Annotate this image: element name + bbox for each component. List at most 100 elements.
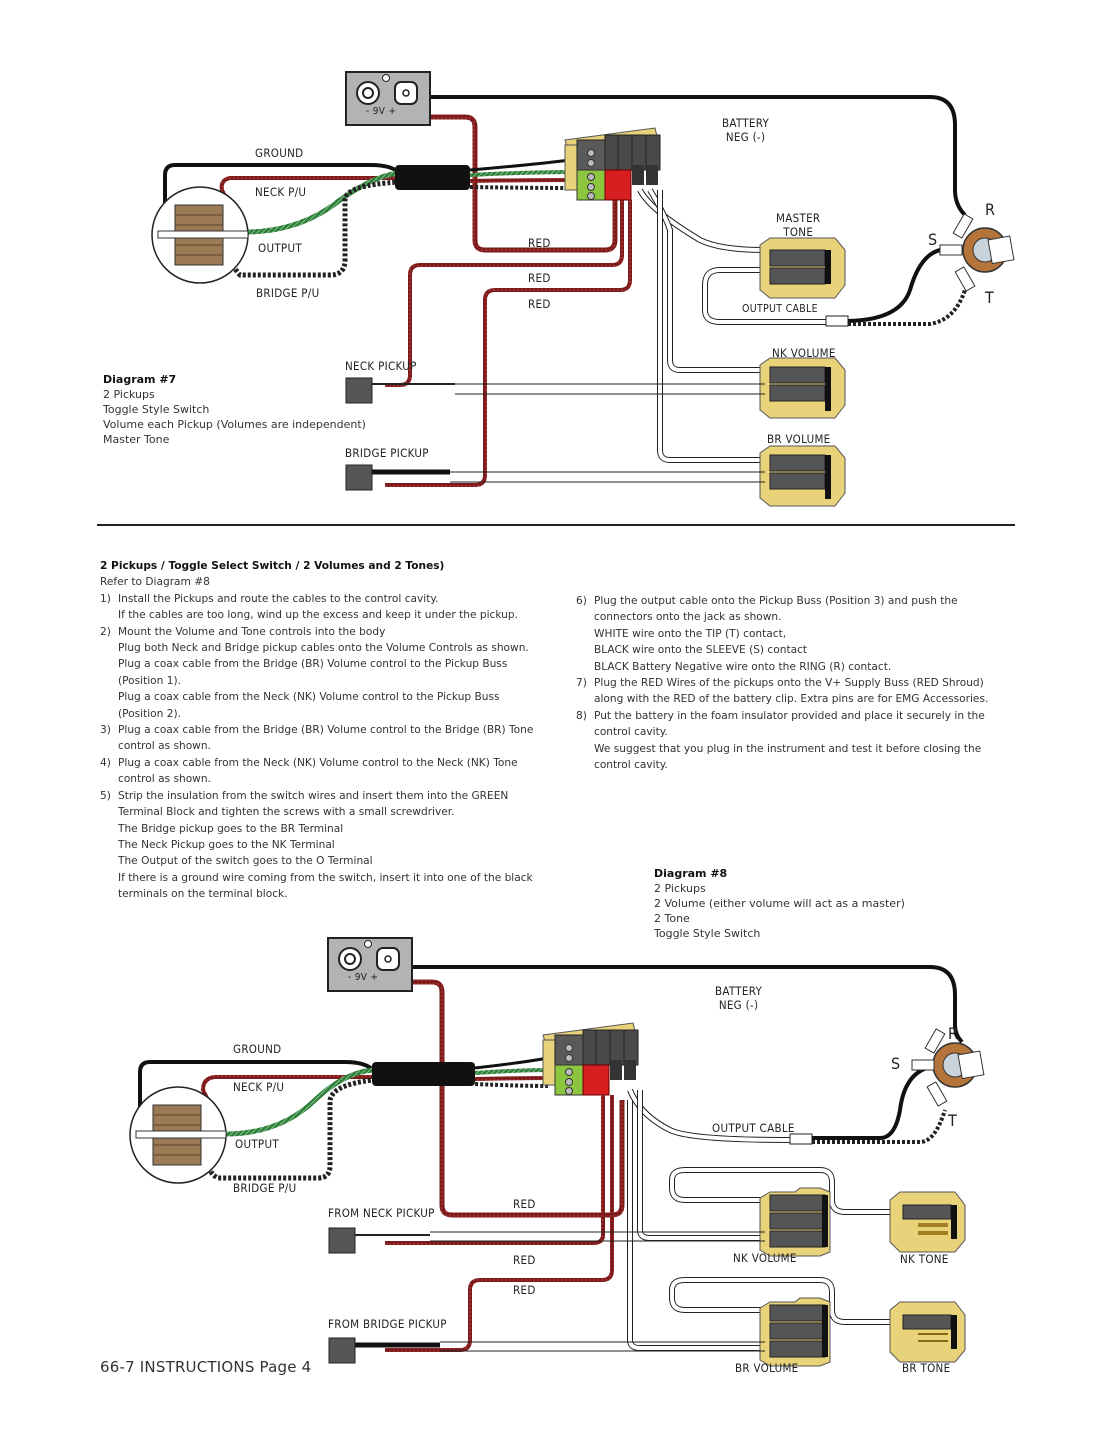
toggle-switch-d8 [129, 1086, 227, 1184]
red-wire-bridge [385, 200, 632, 487]
neck-pu-label: NECK P/U [255, 185, 307, 199]
output-jack [911, 1028, 985, 1107]
step-number: 1) [100, 592, 111, 605]
step-line: We suggest that you plug in the instrume… [594, 742, 982, 755]
pickup-buss-board [542, 1022, 639, 1096]
instructions-heading: 2 Pickups / Toggle Select Switch / 2 Vol… [100, 560, 445, 572]
battery-clip-d8 [327, 937, 413, 992]
battery-neg-label: BATTERY NEG (-) [722, 116, 770, 145]
toggle-switch-d7 [151, 186, 249, 284]
bridge-pickup-connector [345, 464, 373, 491]
jack-sleeve-label: S [891, 1054, 901, 1073]
from-bridge-pickup-label: FROM BRIDGE PICKUP [328, 1317, 447, 1331]
instruction-step: 4)Plug a coax cable from the Neck (NK) V… [100, 755, 560, 788]
red-wire-bridge [385, 1095, 614, 1352]
pickup-buss-board [564, 127, 661, 201]
nk-volume-pot-d7 [759, 357, 846, 419]
step-line: control as shown. [118, 773, 211, 786]
step-number: 4) [100, 756, 111, 769]
neck-pu-wire [200, 1075, 373, 1111]
battery-red-wire [430, 114, 618, 253]
br-volume-label: BR VOLUME [735, 1361, 799, 1375]
output-cable-label: OUTPUT CABLE [742, 303, 818, 315]
instruction-step: 7)Plug the RED Wires of the pickups onto… [576, 675, 1016, 708]
heatshrink-sleeve [372, 1062, 475, 1086]
output-label: OUTPUT [258, 241, 302, 255]
battery-neg-label: BATTERY NEG (-) [715, 984, 763, 1013]
output-label: OUTPUT [235, 1137, 279, 1151]
jack-ring-label: R [948, 1024, 959, 1043]
step-number: 7) [576, 677, 587, 690]
output-jack [939, 213, 1015, 292]
battery-negative-wire [412, 965, 964, 1044]
instruction-step: 1)Install the Pickups and route the cabl… [100, 591, 560, 624]
step-line: Plug both Neck and Bridge pickup cables … [118, 642, 529, 655]
caption-line: 2 Pickups [103, 388, 155, 401]
red-label-3: RED [513, 1283, 536, 1297]
step-line: BLACK Battery Negative wire onto the RIN… [594, 660, 892, 673]
instruction-step: 8) Put the battery in the foam insulator … [576, 708, 1016, 774]
instruction-step: 5)Strip the insulation from the switch w… [100, 788, 560, 903]
step-line: Mount the Volume and Tone controls into … [118, 625, 386, 638]
diagram-8-title: Diagram #8 [654, 867, 728, 880]
br-tone-label: BR TONE [902, 1361, 951, 1375]
red-label-1: RED [528, 236, 551, 250]
jack-tip-label: T [948, 1111, 958, 1130]
output-cable-label: OUTPUT CABLE [712, 1121, 795, 1135]
step-line: Plug a coax cable from the Bridge (BR) V… [118, 658, 508, 671]
step-line: BLACK wire onto the SLEEVE (S) contact [594, 644, 808, 657]
heatshrink-sleeve [395, 165, 470, 190]
bridge-pu-label: BRIDGE P/U [233, 1181, 297, 1195]
red-label-1: RED [513, 1197, 536, 1211]
diagram-7-wiring [151, 71, 1015, 507]
battery-label: - 9V + [366, 106, 397, 117]
red-label-3: RED [528, 297, 551, 311]
jack-ring-label: R [985, 200, 996, 219]
neck-pu-label: NECK P/U [233, 1080, 285, 1094]
neck-pickup-connector [345, 377, 373, 404]
ground-label: GROUND [255, 146, 304, 160]
step-line: control cavity. [594, 759, 668, 772]
br-tone-pot [889, 1301, 966, 1363]
output-wire [244, 170, 401, 235]
step-line: connectors onto the jack as shown. [594, 611, 782, 624]
left-steps: 1)Install the Pickups and route the cabl… [100, 591, 560, 903]
battery-red-wire [412, 979, 625, 1218]
caption-line: Master Tone [103, 433, 170, 446]
step-number: 8) [576, 709, 587, 722]
right-steps: 6)Plug the output cable onto the Pickup … [576, 593, 1016, 773]
nk-tone-pot [889, 1191, 966, 1253]
refer-text: Refer to Diagram #8 [100, 576, 210, 589]
step-line: (Position 1). [118, 674, 181, 687]
step-line: The Output of the switch goes to the O T… [118, 855, 373, 868]
diagram-7-caption: Diagram #7 2 Pickups Toggle Style Switch… [103, 372, 366, 447]
page-footer: 66-7 INSTRUCTIONS Page 4 [100, 1358, 312, 1376]
step-line: If the cables are too long, wind up the … [118, 609, 518, 622]
neck-pu-wire [219, 176, 395, 211]
step-line: If there is a ground wire coming from th… [118, 871, 533, 884]
br-volume-pot-d7 [759, 445, 846, 507]
step-line: Put the battery in the foam insulator pr… [594, 709, 985, 722]
step-line: along with the RED of the battery clip. … [594, 693, 989, 706]
ground-label: GROUND [233, 1042, 282, 1056]
diagram-7-title: Diagram #7 [103, 373, 177, 386]
red-label-2: RED [528, 271, 551, 285]
nk-volume-pot-d8 [759, 1187, 831, 1257]
diagram-8-wiring [129, 937, 985, 1367]
battery-negative-wire [430, 95, 967, 217]
step-line: control as shown. [118, 740, 211, 753]
diagram-7: - 9V + GROUND NECK P/U OUTPUT BRIDGE P/U… [0, 0, 1112, 520]
red-label-2: RED [513, 1253, 536, 1267]
ground-wire [138, 1060, 375, 1130]
step-line: Plug a coax cable from the Neck (NK) Vol… [118, 691, 500, 704]
instruction-step: 2)Mount the Volume and Tone controls int… [100, 624, 560, 722]
step-line: (Position 2). [118, 707, 181, 720]
ground-wire [163, 163, 402, 220]
nk-volume-label: NK VOLUME [772, 346, 836, 360]
neck-pickup-label: NECK PICKUP [345, 359, 417, 373]
step-number: 6) [576, 595, 587, 607]
instruction-step: 6)Plug the output cable onto the Pickup … [576, 593, 1016, 675]
br-volume-pot-d8 [759, 1297, 831, 1367]
instruction-step: 3)Plug a coax cable from the Bridge (BR)… [100, 722, 560, 755]
diagram-8: - 9V + GROUND NECK P/U OUTPUT BRIDGE P/U… [0, 930, 1112, 1390]
